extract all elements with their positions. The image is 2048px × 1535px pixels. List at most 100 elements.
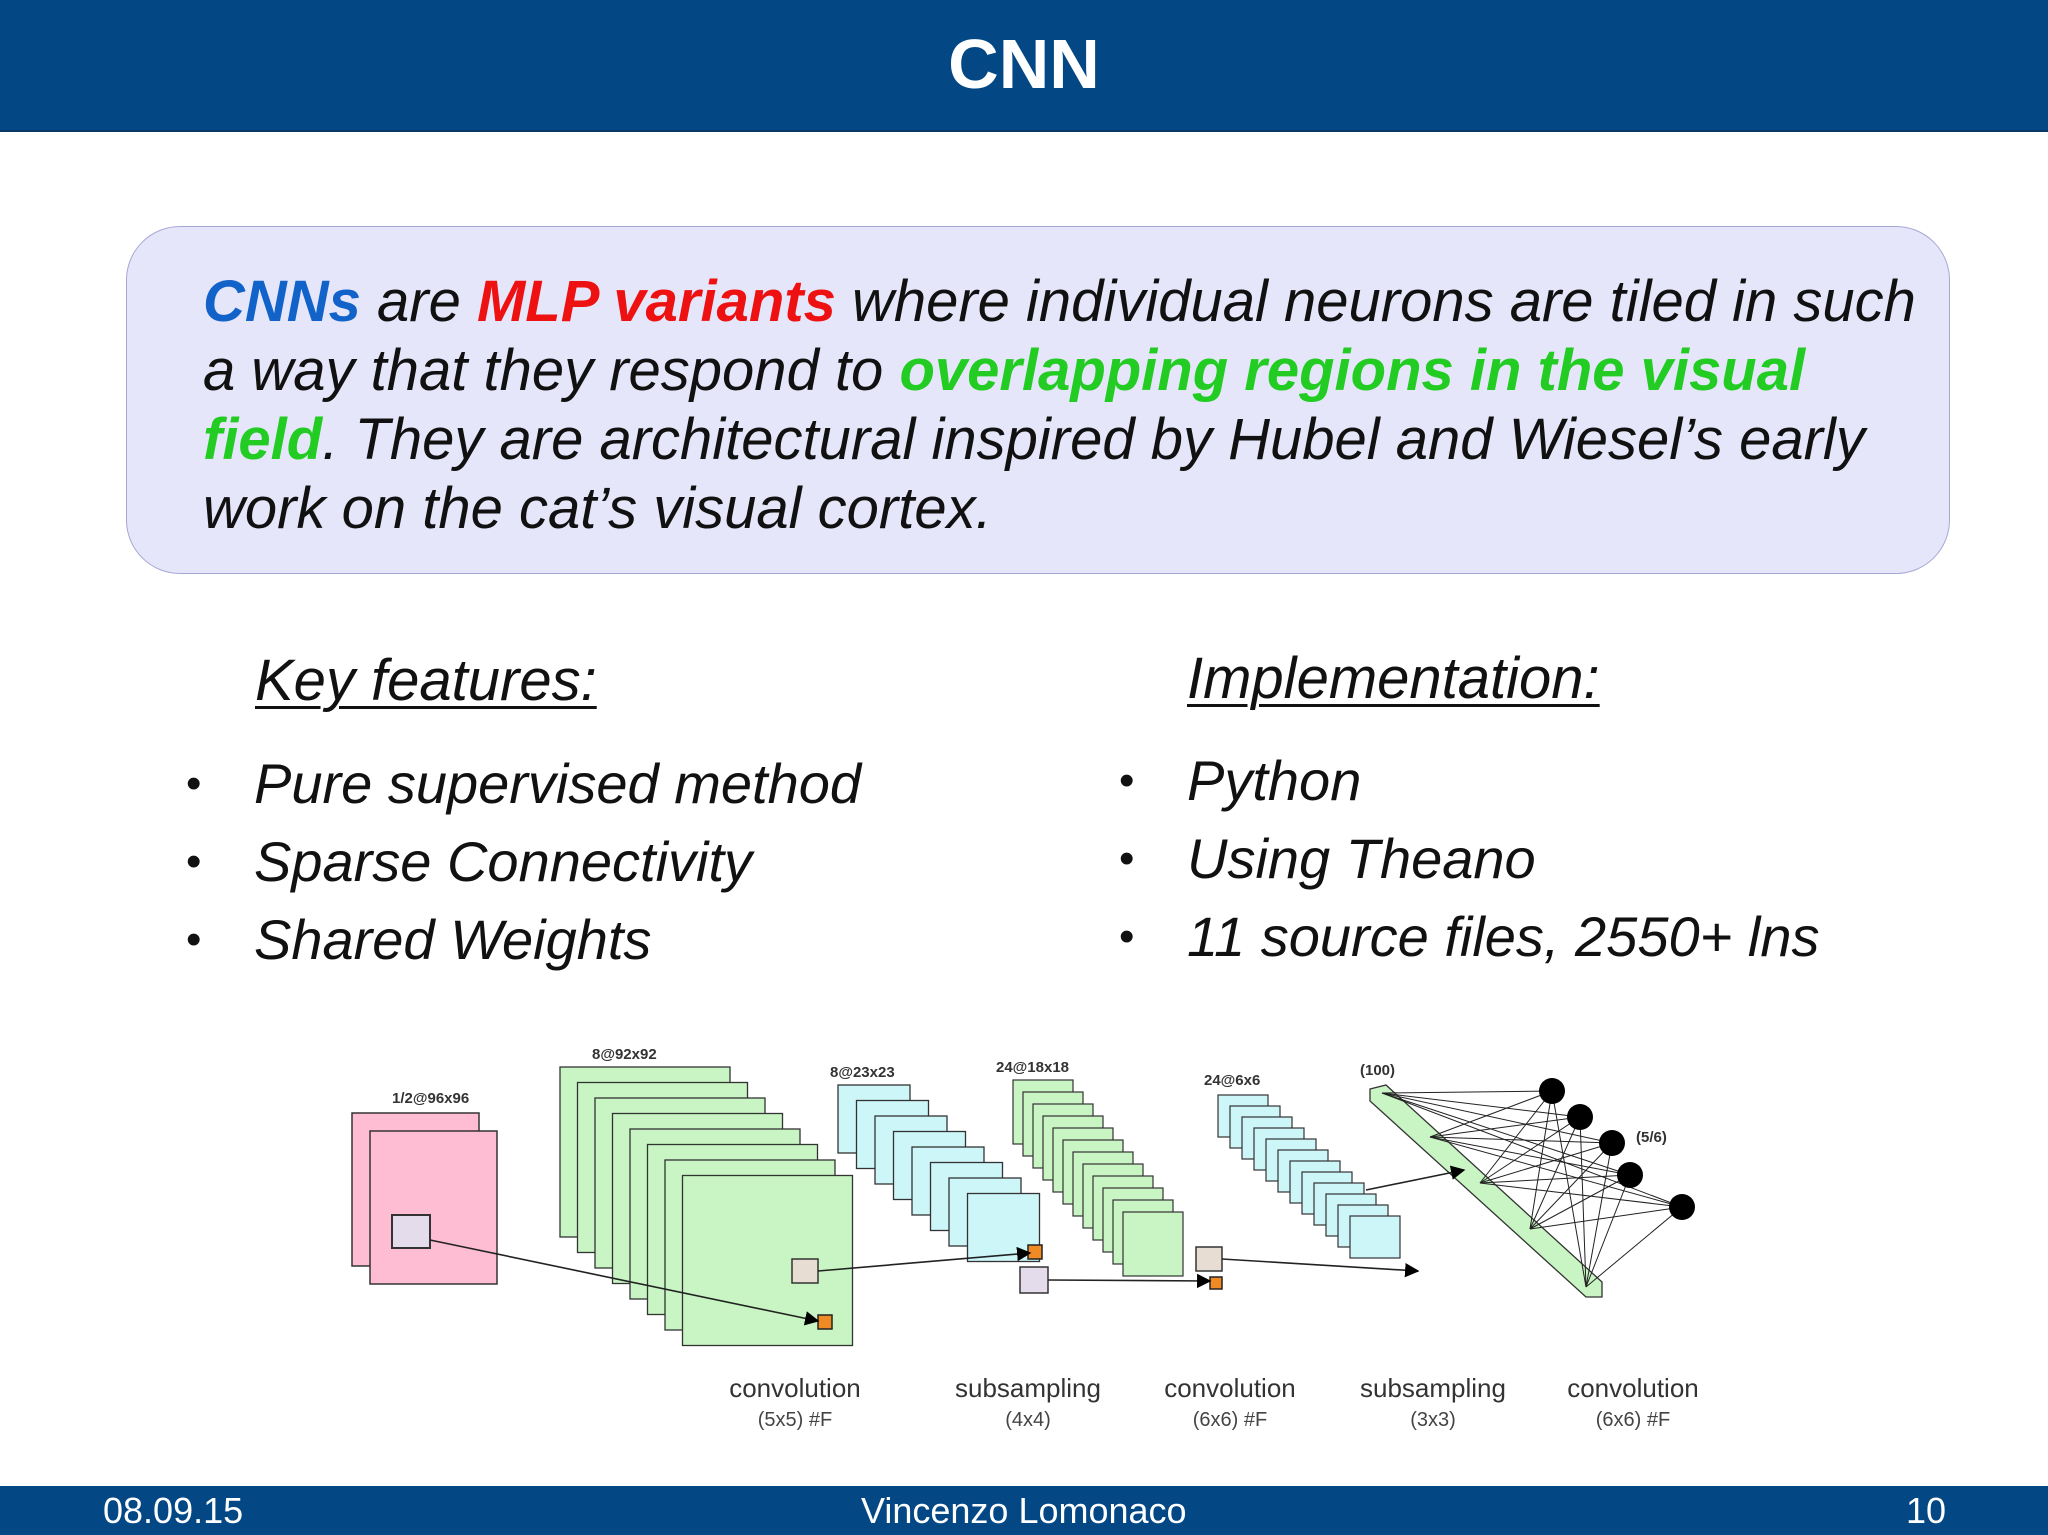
slide-title: CNN (948, 25, 1100, 103)
connection-arrow (1047, 1273, 1212, 1289)
term-cnns: CNNs (203, 269, 361, 334)
term-mlp-variants: MLP variants (476, 269, 836, 334)
bullet-icon: • (1119, 912, 1135, 961)
list-item: • Shared Weights (186, 901, 861, 979)
fc-connection (1381, 1092, 1683, 1208)
feature-map-pool2 (1349, 1215, 1401, 1259)
fc-connection (1479, 1174, 1631, 1184)
conv1-size-label: 8@92x92 (592, 1046, 657, 1063)
bullet-icon: • (1119, 834, 1135, 883)
bullet-icon: • (1119, 756, 1135, 805)
list-item-text: Using Theano (1187, 827, 1536, 890)
fc-connection (1585, 1206, 1683, 1288)
implementation-list: • Python • Using Theano • 11 source files, … (1119, 742, 1819, 976)
output-unit (1209, 1276, 1223, 1290)
fc-connection (1529, 1206, 1683, 1230)
slide-footer: 08.09.15 Vincenzo Lomonaco 10 (0, 1486, 2048, 1535)
fc-connection (1429, 1136, 1683, 1208)
connection-arrow (1221, 1258, 1420, 1278)
list-item-text: Sparse Connectivity (254, 830, 753, 893)
list-item-text: 11 source files, 2550+ lns (1187, 905, 1820, 968)
fc-connection (1429, 1116, 1581, 1138)
text-segment: where individual neurons are tiled in su… (203, 269, 1916, 403)
bullet-icon: • (186, 915, 202, 964)
fc-connection (1479, 1142, 1613, 1184)
cnn-architecture-diagram: 1/2@96x96 8@92x92 8@23x23 24@18x18 24@6x… (351, 1046, 1699, 1431)
fc-connection (1585, 1174, 1631, 1288)
receptive-field (391, 1214, 431, 1249)
connection-arrows (429, 1165, 1466, 1326)
op-params: (4x4) (1005, 1409, 1051, 1431)
fc-connection (1381, 1092, 1613, 1144)
fc-connection (1429, 1136, 1631, 1176)
implementation-heading: Implementation: (1187, 646, 1600, 711)
fc-connection (1585, 1142, 1613, 1288)
key-features-heading: Key features: (255, 648, 597, 713)
term-overlapping-regions: overlapping regions in the visual field (203, 338, 1806, 472)
output-unit (1027, 1244, 1043, 1260)
fc-layer-bar (1369, 1084, 1603, 1298)
conv2-size-label: 24@18x18 (996, 1059, 1069, 1076)
output-neuron (1669, 1194, 1695, 1220)
connection-arrow (817, 1246, 1032, 1272)
list-item-text: Shared Weights (254, 908, 652, 971)
layer-stacks (351, 1066, 1401, 1347)
list-item: • Pure supervised method (186, 745, 861, 823)
output-unit (817, 1314, 833, 1330)
op-label-convolution: convolution (1164, 1373, 1296, 1403)
feature-map-conv2 (1122, 1211, 1184, 1277)
fc-connection (1479, 1182, 1683, 1208)
pool1-size-label: 8@23x23 (830, 1064, 895, 1081)
fc-size-label: (100) (1360, 1062, 1395, 1079)
fully-connected-network (1369, 1078, 1695, 1298)
list-item: • Using Theano (1119, 820, 1819, 898)
key-features-list: • Pure supervised method • Sparse Connecti… (186, 745, 861, 979)
fc-connection (1529, 1174, 1631, 1230)
fc-connection (1529, 1090, 1553, 1230)
list-item-text: Python (1187, 749, 1362, 812)
op-params: (6x6) #F (1596, 1409, 1670, 1431)
bullet-icon: • (186, 837, 202, 886)
text-segment: are (360, 269, 477, 334)
fc-connection (1579, 1116, 1587, 1288)
list-item-text: Pure supervised method (254, 752, 862, 815)
connection-arrow (429, 1239, 820, 1326)
fc-connection (1529, 1142, 1613, 1230)
input-map (369, 1130, 498, 1285)
diagram-labels: 1/2@96x96 8@92x92 8@23x23 24@18x18 24@6x… (392, 1046, 1699, 1431)
fc-connection (1381, 1090, 1553, 1094)
definition-text: CNNs are MLP variants where individual n… (203, 267, 1923, 543)
op-label-subsampling: subsampling (1360, 1373, 1506, 1403)
input-size-label: 1/2@96x96 (392, 1090, 469, 1107)
kernel-square (1195, 1246, 1223, 1272)
pool2-size-label: 24@6x6 (1204, 1072, 1260, 1089)
text-segment: . They are architectural inspired by Hub… (203, 407, 1865, 541)
fc-connection (1529, 1116, 1581, 1230)
fc-connection (1479, 1116, 1581, 1184)
fc-connection (1551, 1090, 1587, 1288)
op-label-subsampling: subsampling (955, 1373, 1101, 1403)
op-params: (6x6) #F (1193, 1409, 1267, 1431)
list-item: • Sparse Connectivity (186, 823, 861, 901)
output-neuron (1599, 1130, 1625, 1156)
bullet-icon: • (186, 759, 202, 808)
list-item: • 11 source files, 2550+ lns (1119, 898, 1819, 976)
kernel-square (1019, 1266, 1049, 1294)
fc-connection (1381, 1092, 1631, 1176)
output-size-label: (5/6) (1636, 1129, 1667, 1146)
footer-author: Vincenzo Lomonaco (861, 1490, 1187, 1531)
list-item: • Python (1119, 742, 1819, 820)
op-params: (5x5) #F (758, 1409, 832, 1431)
footer-date: 08.09.15 (103, 1490, 244, 1531)
fc-connection (1429, 1090, 1553, 1138)
definition-callout: CNNs are MLP variants where individual n… (126, 226, 1950, 574)
connection-arrow (1365, 1165, 1466, 1191)
page-number: 10 (1906, 1490, 1947, 1531)
fc-connection (1381, 1092, 1581, 1118)
op-label-convolution: convolution (1567, 1373, 1699, 1403)
output-neuron (1567, 1104, 1593, 1130)
op-label-convolution: convolution (729, 1373, 861, 1403)
kernel-square (791, 1258, 819, 1284)
output-neuron (1617, 1162, 1643, 1188)
fc-connection (1429, 1136, 1613, 1144)
